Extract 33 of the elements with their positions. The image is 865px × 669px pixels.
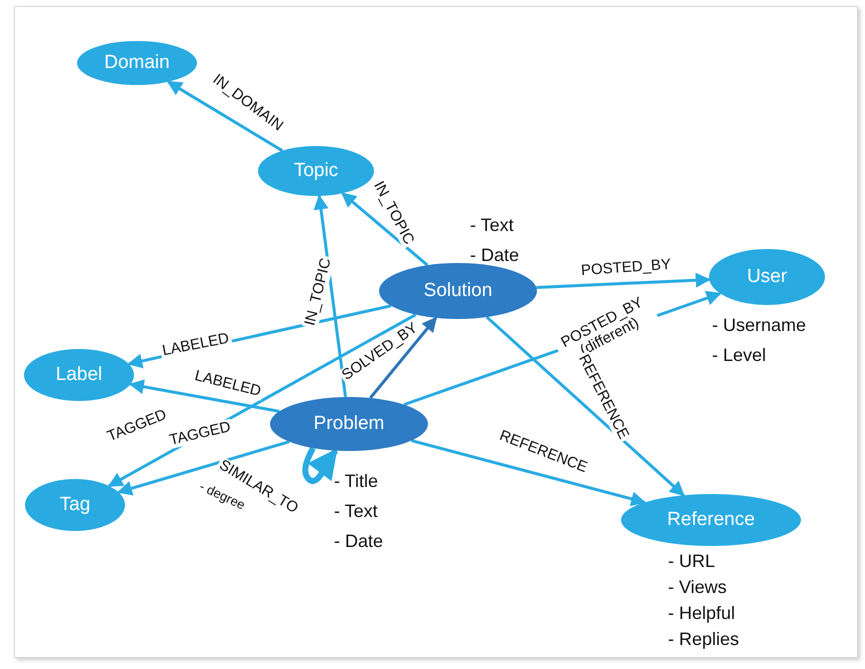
arrow [486, 316, 685, 496]
arrow [341, 192, 428, 266]
entity-ellipse [25, 479, 125, 531]
node-label: Domain [104, 52, 170, 74]
arrow [117, 440, 290, 496]
node-label: Solution [424, 280, 492, 302]
arrow [314, 194, 347, 398]
node-label: Tag [60, 494, 90, 516]
attribute-item: - Date [470, 244, 520, 267]
entity-ellipse [24, 349, 134, 401]
arrow [166, 80, 284, 152]
node-label: User [746, 266, 788, 288]
node-label: Reference [667, 509, 755, 531]
attribute-item: - Views [668, 576, 728, 599]
attribute-item: - Helpful [668, 602, 736, 625]
node-label: Topic [294, 160, 338, 182]
entity-ellipse [270, 397, 428, 451]
attribute-item: - Username [712, 314, 806, 337]
attribute-item: - Text [470, 214, 515, 237]
attribute-item: - Title [334, 470, 380, 493]
arrow [128, 379, 280, 413]
arrow [536, 272, 711, 289]
arrow [411, 439, 646, 506]
attribute-item: - Level [712, 344, 768, 367]
curved-arrow [302, 446, 338, 484]
attribute-item: - Date [334, 530, 384, 553]
node-label: Problem [314, 413, 384, 435]
arrow [369, 316, 438, 399]
attribute-item: - Replies [668, 628, 740, 651]
attribute-item: - URL [668, 550, 716, 573]
edge-label: LABELED [159, 330, 233, 360]
node-label: Label [56, 364, 102, 386]
attribute-item: - Text [334, 500, 379, 523]
